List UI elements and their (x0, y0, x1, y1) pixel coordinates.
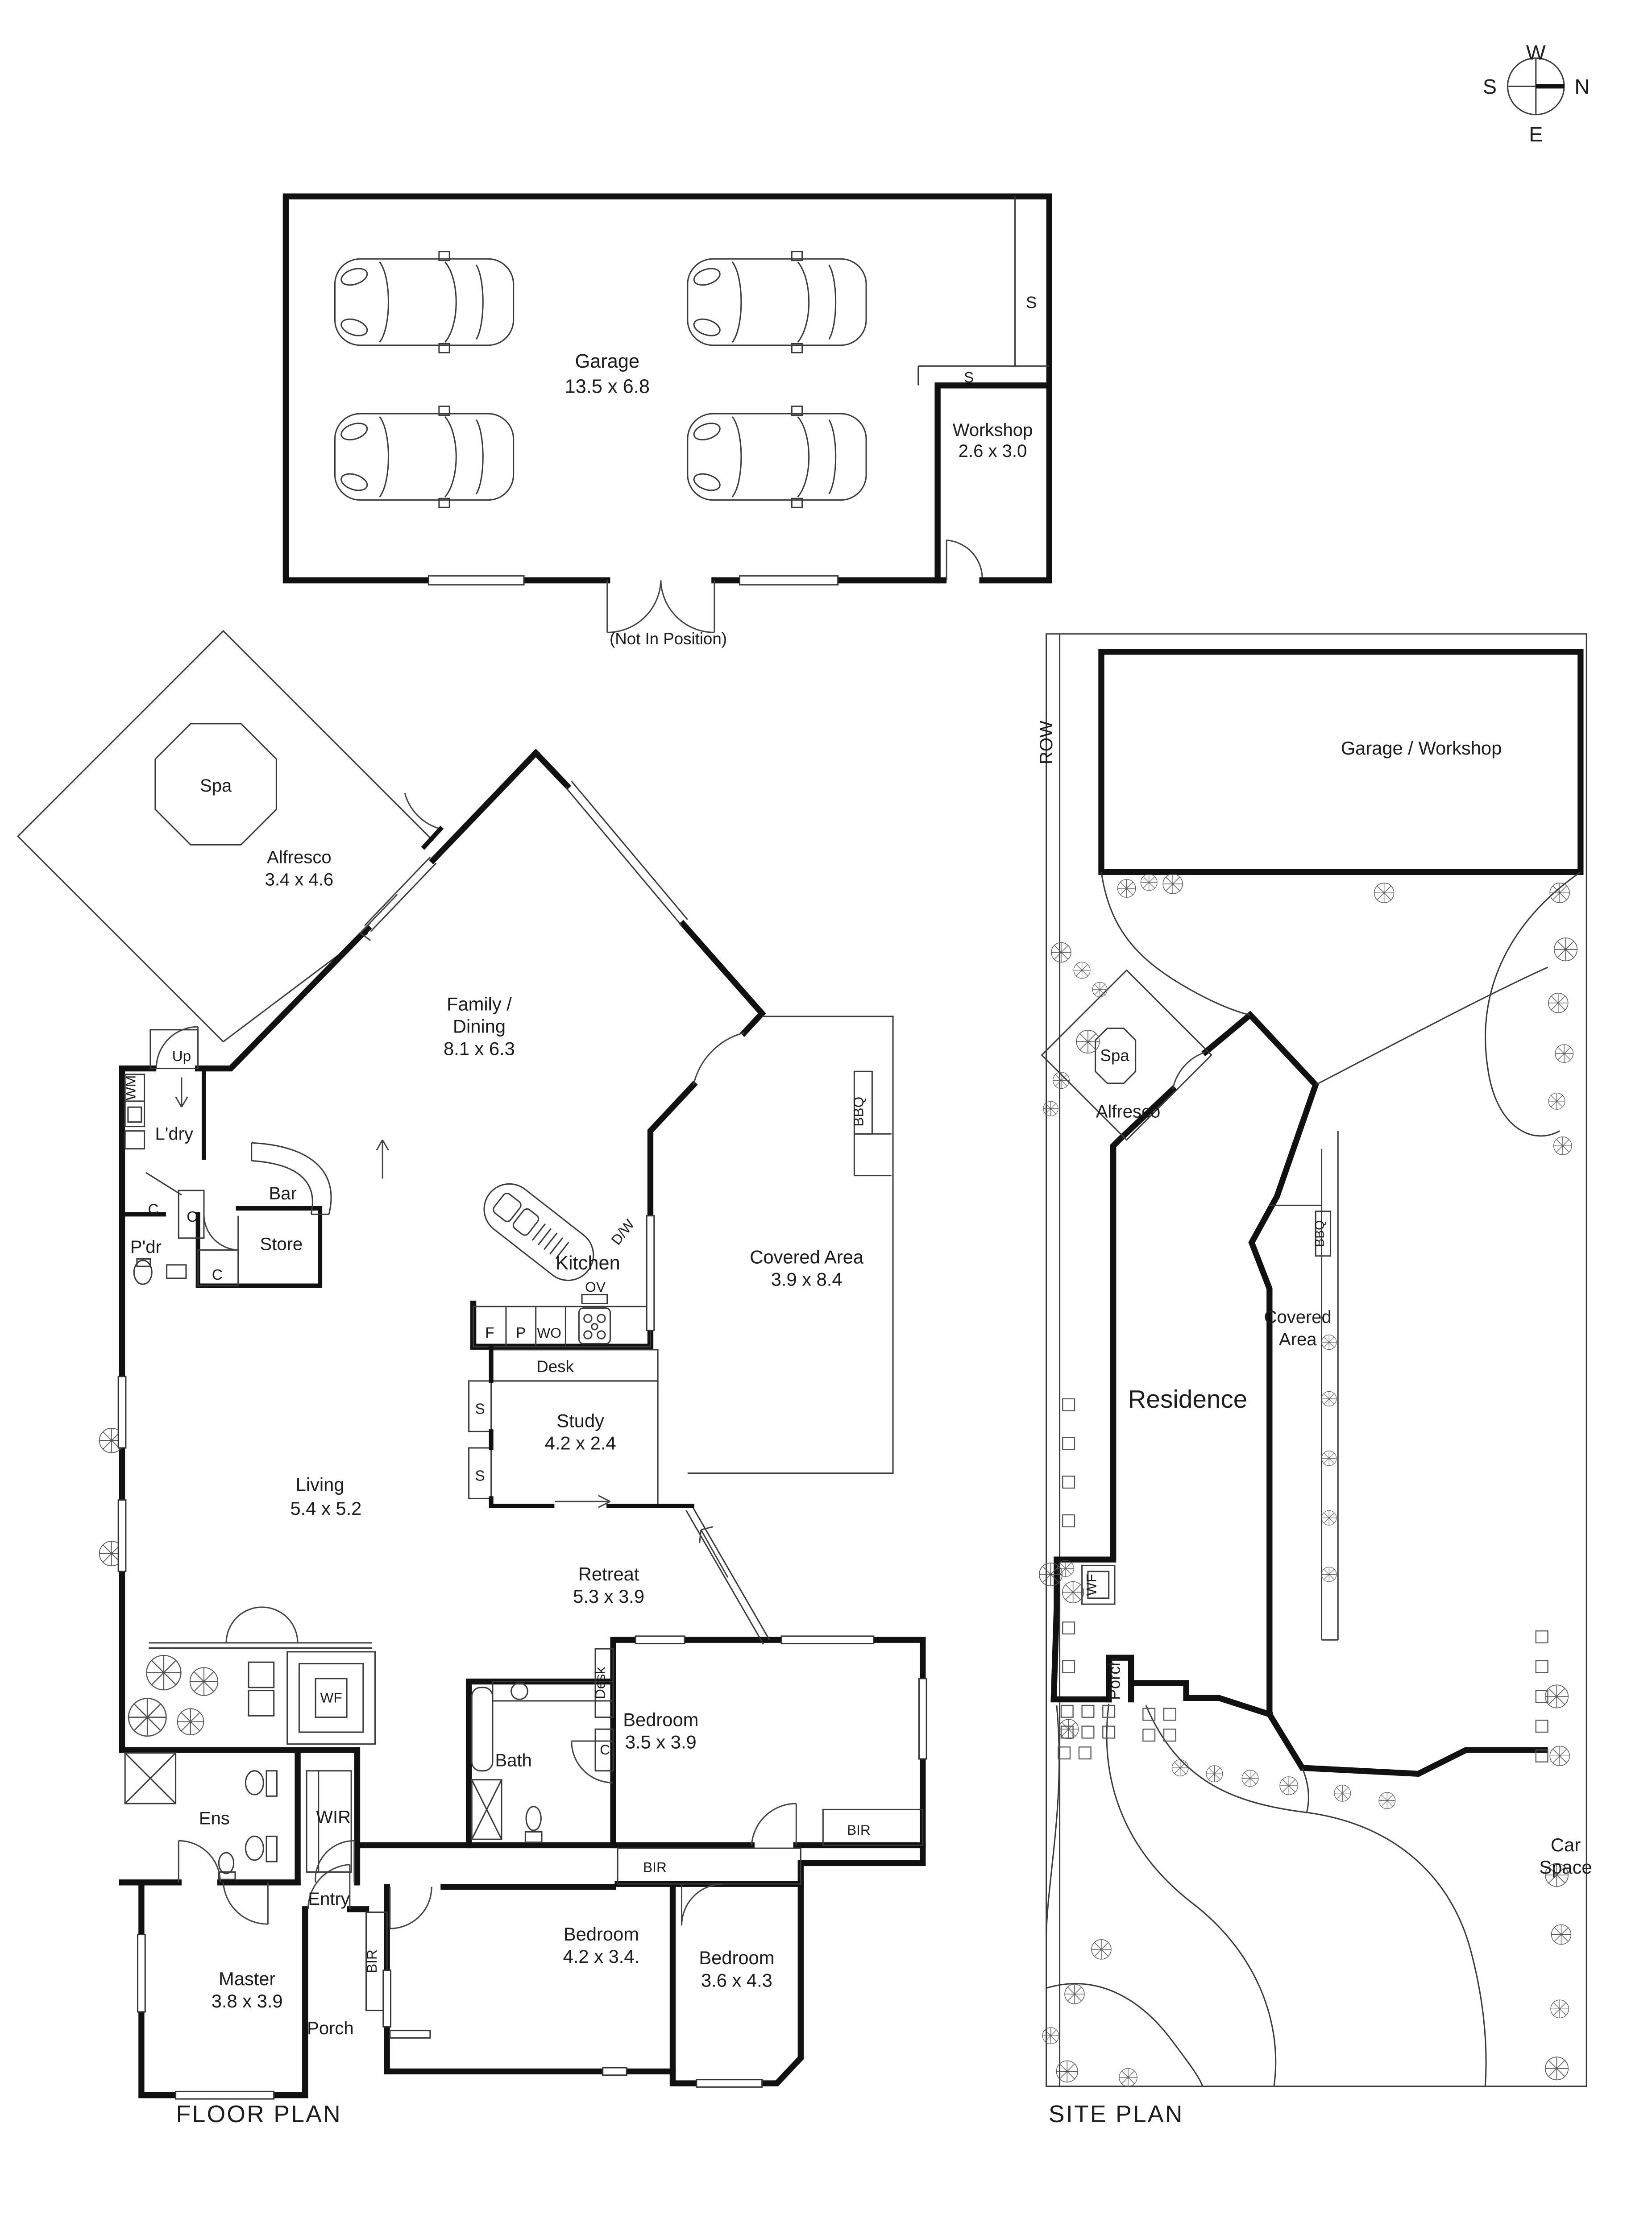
floor-plan-title: FLOOR PLAN (176, 2101, 342, 2127)
family-label-1: Family / (447, 993, 512, 1014)
bbq-label: BBQ (850, 1097, 866, 1127)
master-label: Master (219, 1968, 275, 1989)
compass-rose: W S N E (1483, 41, 1590, 145)
tree-icon (128, 1698, 167, 1737)
retreat-dims: 5.3 x 3.9 (573, 1586, 644, 1607)
bath-label: Bath (495, 1751, 531, 1771)
site-porch-label: Porch (1105, 1657, 1124, 1700)
bar-label: Bar (269, 1184, 297, 1203)
entry-label: Entry (308, 1889, 349, 1909)
ov-label: OV (585, 1279, 606, 1295)
site-garage-label: Garage / Workshop (1341, 738, 1502, 759)
living-label: Living (296, 1474, 345, 1495)
car-icon (334, 251, 515, 353)
compass-east: E (1529, 123, 1543, 146)
study-shelf-1: S (475, 1401, 485, 1417)
bir2-label: BIR (643, 1859, 667, 1875)
bedroom3-label: Bedroom (699, 1947, 774, 1968)
bedroom1-label: Bedroom (623, 1709, 698, 1730)
compass-north: N (1574, 75, 1590, 98)
spa-label: Spa (200, 776, 232, 796)
site-alfresco-label: Alfresco (1096, 1102, 1161, 1122)
site-plan: ROW Garage / Workshop Spa Alfresco BBQ C… (1037, 633, 1592, 2087)
closet-label-4: C (600, 1742, 610, 1758)
compass-south: S (1483, 75, 1497, 98)
closet-label-1: C (148, 1201, 159, 1218)
living-dims: 5.4 x 5.2 (290, 1498, 361, 1519)
fridge-label: F (485, 1325, 494, 1341)
tree-icon (1057, 1560, 1074, 1577)
car-space-label-1: Car (1551, 1834, 1581, 1855)
bedroom2-label: Bedroom (564, 1924, 639, 1945)
study-shelf-2: S (475, 1468, 485, 1484)
garage-dims: 13.5 x 6.8 (565, 376, 650, 397)
pantry-label: P (516, 1325, 526, 1341)
storage-side-label: S (1026, 293, 1037, 311)
floor-plan: Spa Alfresco 3.4 x 4.6 Family / Dining 8… (17, 630, 927, 2100)
alfresco-label: Alfresco (267, 847, 332, 867)
tree-icon (189, 1667, 219, 1696)
site-plan-title: SITE PLAN (1049, 2101, 1184, 2127)
wm-label: WM (123, 1075, 139, 1100)
tree-icon (1062, 1581, 1084, 1604)
ens-label: Ens (199, 1809, 230, 1829)
tree-icon (146, 1655, 182, 1691)
desk-kitchen-label: Desk (536, 1357, 574, 1376)
wir-label: WIR (316, 1807, 351, 1827)
workshop-label: Workshop (953, 420, 1033, 440)
storage-top-label: S (964, 369, 974, 386)
site-spa-label: Spa (1100, 1046, 1129, 1065)
bedroom2-dims: 4.2 x 3.4. (563, 1946, 639, 1967)
closet-label-3: C (212, 1267, 223, 1283)
covered-area-dims: 3.9 x 8.4 (771, 1269, 843, 1290)
bir1-label: BIR (847, 1822, 871, 1838)
study-label: Study (556, 1410, 604, 1431)
site-bbq-label: BBQ (1313, 1220, 1327, 1247)
bedroom3-dims: 3.6 x 4.3 (701, 1970, 772, 1990)
car-icon (687, 251, 867, 353)
compass-west: W (1526, 41, 1546, 64)
kitchen-label: Kitchen (556, 1252, 620, 1274)
closet-label-2: C (187, 1209, 197, 1225)
retreat-label: Retreat (578, 1563, 639, 1584)
wf-label: WF (320, 1689, 342, 1705)
row-label: ROW (1037, 721, 1056, 764)
car-icon (687, 405, 867, 508)
residence-label: Residence (1128, 1385, 1247, 1414)
site-covered-label-1: Covered (1264, 1307, 1332, 1327)
site-wf-label: WF (1083, 1574, 1099, 1596)
alfresco-dims: 3.4 x 4.6 (265, 870, 334, 889)
bedroom1-dims: 3.5 x 3.9 (625, 1732, 697, 1753)
wo-label: WO (537, 1325, 561, 1341)
car-space-label-2: Space (1539, 1857, 1592, 1878)
bir3-label: BIR (364, 1949, 380, 1973)
ldry-label: L'dry (155, 1124, 193, 1144)
study-dims: 4.2 x 2.4 (545, 1432, 616, 1453)
dw-label: D/W (608, 1216, 637, 1248)
site-covered-label-2: Area (1279, 1330, 1317, 1349)
up-label: Up (172, 1048, 191, 1065)
garage-plan: Garage 13.5 x 6.8 S S Workshop 2.6 x 3.0… (282, 193, 1052, 648)
porch-label: Porch (307, 2019, 354, 2038)
tree-icon (1039, 1562, 1063, 1586)
garage-note: (Not In Position) (610, 630, 727, 648)
family-label-2: Dining (453, 1016, 506, 1037)
store-label: Store (260, 1234, 303, 1254)
desk-bed-label: Desk (592, 1667, 608, 1699)
tree-icon (177, 1708, 204, 1735)
master-dims: 3.8 x 3.9 (212, 1990, 283, 2011)
garage-label: Garage (575, 351, 639, 372)
family-dims: 8.1 x 6.3 (444, 1038, 515, 1059)
covered-area-label: Covered Area (750, 1246, 864, 1267)
workshop-dims: 2.6 x 3.0 (959, 441, 1027, 461)
pdr-label: P'dr (130, 1237, 162, 1257)
car-icon (334, 405, 515, 508)
